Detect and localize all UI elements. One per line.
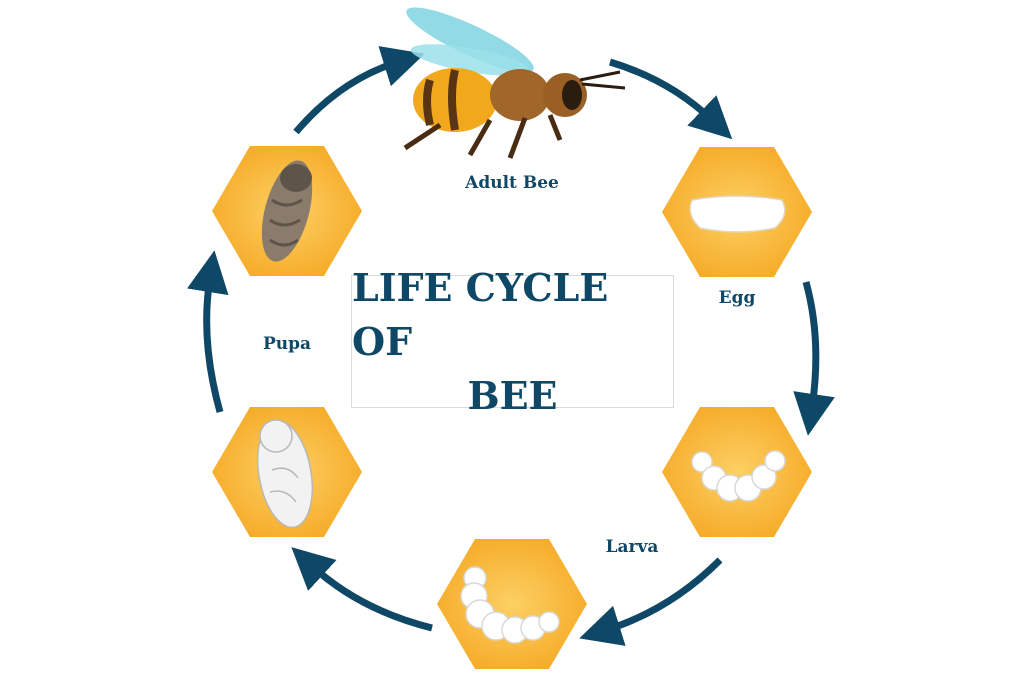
pupa-dark-icon xyxy=(261,160,313,262)
title-line-1: LIFE CYCLE OF xyxy=(352,264,609,364)
label-egg: Egg xyxy=(718,288,756,308)
adult-bee-icon xyxy=(403,7,626,159)
arrow-larva-cell-to-pupa xyxy=(291,547,433,632)
arrow-pupa-to-adult xyxy=(293,46,425,135)
arrow-larva-to-pupa-cell xyxy=(579,557,723,646)
title-line-2: BEE xyxy=(467,372,558,418)
label-pupa: Pupa xyxy=(262,334,312,354)
title-box: LIFE CYCLE OF BEE xyxy=(351,265,674,418)
larva-curled-icon xyxy=(691,450,786,502)
arrow-adult-to-egg xyxy=(608,58,733,140)
hex-larva-curled xyxy=(662,407,812,537)
arrow-pupa-up xyxy=(187,250,229,413)
label-larva: Larva xyxy=(605,537,659,557)
pupa-white-icon xyxy=(256,419,314,529)
egg-icon xyxy=(689,195,786,233)
label-adult-bee: Adult Bee xyxy=(465,173,559,193)
hex-larva xyxy=(437,539,587,669)
arrow-egg-to-larva xyxy=(793,281,835,436)
larva-icon xyxy=(460,566,560,644)
cycle-arrows xyxy=(187,46,835,646)
